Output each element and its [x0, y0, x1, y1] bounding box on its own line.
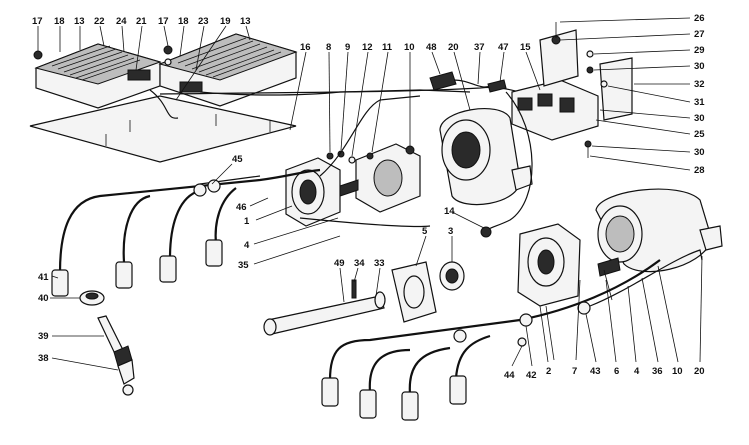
callout-c3: 13 [74, 16, 85, 27]
lower-ht-leads [321, 249, 703, 421]
callout-c25: 29 [694, 45, 705, 56]
callout-c44: 33 [374, 258, 385, 269]
callout-c51: 43 [590, 366, 601, 377]
callout-c49: 42 [526, 370, 537, 381]
callout-c43: 34 [354, 258, 365, 269]
ignition-coil-upper [439, 108, 533, 206]
sensor-connector [429, 71, 457, 91]
callout-c24: 27 [694, 29, 705, 40]
callout-c41: 41 [38, 272, 49, 283]
callout-c19: 20 [448, 42, 459, 53]
ignition-coil-lower [595, 188, 723, 301]
callout-c34: 46 [236, 202, 247, 213]
callout-c16: 11 [382, 42, 393, 53]
callout-c9: 23 [198, 16, 209, 27]
callout-c39: 5 [422, 226, 428, 237]
callout-c42: 49 [334, 258, 345, 269]
callout-labels: 17 18 13 22 24 21 17 18 23 19 13 16 8 9 … [32, 13, 705, 381]
callout-c32: 28 [694, 165, 705, 176]
callout-c53: 4 [634, 366, 640, 377]
callout-c36: 4 [244, 240, 250, 251]
callout-c30: 25 [694, 129, 705, 140]
callout-c23: 26 [694, 13, 705, 24]
callout-c6: 21 [136, 16, 147, 27]
callout-c15: 12 [362, 42, 373, 53]
callout-c10: 19 [220, 16, 231, 27]
callout-c29: 30 [694, 113, 705, 124]
mounting-plate [29, 95, 297, 163]
callout-c56: 20 [694, 366, 705, 377]
callout-c50: 7 [572, 366, 577, 377]
callout-c21: 47 [498, 42, 509, 53]
callout-c26: 30 [694, 61, 705, 72]
callout-c54: 36 [652, 366, 663, 377]
lower-distributor [517, 223, 581, 307]
callout-c40: 3 [448, 226, 453, 237]
upper-ht-leads [51, 168, 321, 297]
callout-c1: 17 [32, 16, 43, 27]
callout-c20: 37 [474, 42, 485, 53]
callout-c57: 2 [546, 366, 551, 377]
callout-c17: 10 [404, 42, 415, 53]
callout-c27: 32 [694, 79, 705, 90]
callout-c18: 48 [426, 42, 437, 53]
callout-c45: 40 [38, 293, 49, 304]
callout-c7: 17 [158, 16, 169, 27]
callout-c46: 39 [38, 331, 49, 342]
callout-c48: 44 [504, 370, 515, 381]
callout-c14: 9 [345, 42, 350, 53]
leader-lines [37, 17, 703, 371]
callout-c47: 38 [38, 353, 49, 364]
callout-c55: 10 [672, 366, 683, 377]
callout-c52: 6 [614, 366, 619, 377]
callout-c31: 30 [694, 147, 705, 158]
callout-c28: 31 [694, 97, 705, 108]
callout-c35: 1 [244, 216, 250, 227]
callout-c5: 24 [116, 16, 127, 27]
distributor-assembly [285, 143, 421, 227]
callout-c11: 13 [240, 16, 251, 27]
callout-c37: 35 [238, 260, 249, 271]
ignition-control-units [33, 33, 298, 109]
actuator-bracket-assembly [511, 22, 633, 158]
callout-c13: 8 [326, 42, 331, 53]
callout-c8: 18 [178, 16, 189, 27]
coil-lead [483, 91, 533, 233]
callout-c38: 14 [444, 206, 455, 217]
callout-c2: 18 [54, 16, 65, 27]
callout-c33: 45 [232, 154, 243, 165]
callout-c4: 22 [94, 16, 105, 27]
spark-plug-parts [79, 290, 135, 396]
callout-c22: 15 [520, 42, 531, 53]
callout-c12: 16 [300, 42, 311, 53]
camshaft-drive [263, 261, 465, 336]
